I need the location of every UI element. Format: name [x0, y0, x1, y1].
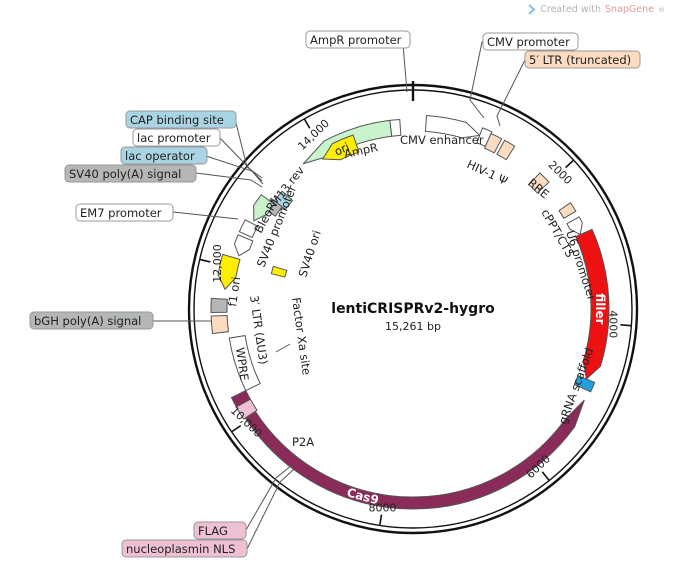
callout-label: CAP binding site [130, 113, 224, 127]
ampr-promoter-feature[interactable] [389, 118, 402, 137]
plasmid-size: 15,261 bp [385, 320, 441, 333]
sv40-promoter-arrow[interactable] [233, 234, 254, 257]
callout-5-ltr-truncated[interactable]: 5′ LTR (truncated) [524, 50, 641, 69]
grna-scaffold-feature[interactable] [573, 375, 596, 393]
cas9-arrow[interactable] [244, 399, 585, 510]
tick-mark [565, 159, 575, 169]
callout-box [305, 30, 411, 49]
ltr-5-truncated-feature-a[interactable] [483, 132, 503, 154]
tick-label: 12,000 [211, 244, 224, 283]
bleor-arrow[interactable] [253, 193, 275, 222]
wpre-feature[interactable] [228, 335, 261, 392]
label-filler: filler [593, 293, 607, 324]
label-ori: ori [332, 140, 351, 159]
label-hiv1-psi: HIV-1 Ψ [465, 157, 510, 188]
callout-box [121, 539, 248, 558]
sv40-ori-feature[interactable] [270, 265, 288, 278]
label-p2a: P2A [292, 435, 314, 449]
watermark-brand: SnapGene [605, 4, 654, 15]
ori-arrow[interactable] [321, 134, 360, 161]
callout-bgh-polya-signal[interactable]: bGH poly(A) signal [29, 311, 154, 330]
tick-mark [620, 324, 632, 327]
callout-box [132, 128, 221, 147]
f1-ori-arrow[interactable] [217, 253, 241, 291]
tick-mark [379, 514, 383, 526]
label-sv40-ori: SV40 ori [296, 229, 324, 279]
callout-label: AmpR promoter [310, 33, 402, 47]
snapgene-watermark: Created with SnapGene ® [527, 4, 665, 15]
callout-label: CMV promoter [487, 35, 570, 49]
watermark-mark: ® [658, 5, 665, 14]
cmv-enhancer-arrow[interactable] [424, 114, 481, 139]
callout-label: lac operator [125, 149, 195, 163]
callout-box [193, 521, 247, 540]
u6-promoter-arrow[interactable] [566, 216, 583, 236]
callout-lac-promoter[interactable]: lac promoter [132, 128, 221, 147]
callout-label: EM7 promoter [80, 206, 162, 220]
callout-label: FLAG [198, 524, 228, 538]
tick-mark [303, 118, 311, 129]
callout-box [64, 164, 197, 183]
tick-mark [199, 258, 211, 263]
label-ampr: AmpR [343, 140, 380, 161]
leader-lines [153, 41, 527, 550]
ltr-3-delta-u3-feature[interactable] [210, 314, 229, 335]
tick-mark [541, 471, 550, 481]
label-3-ltr: 3′ LTR (ΔU3) [247, 294, 271, 365]
callout-em7-promoter[interactable]: EM7 promoter [75, 203, 174, 222]
rre-feature[interactable] [528, 172, 550, 194]
em7-promoter-feature[interactable] [238, 219, 259, 239]
plasmid-name: lentiCRISPRv2-hygro [331, 301, 495, 317]
callout-label: 5′ LTR (truncated) [529, 53, 631, 67]
callout-flag[interactable]: FLAG [193, 521, 247, 540]
tick-mark [231, 424, 242, 433]
tick-label: 8000 [369, 502, 397, 515]
ltr-5-truncated-feature-b[interactable] [496, 139, 516, 161]
bgh-polya-feature[interactable] [210, 297, 228, 314]
callout-label: SV40 poly(A) signal [69, 167, 181, 181]
label-rre: RRE [525, 176, 552, 202]
tick-label: 4000 [606, 310, 619, 338]
callout-label: nucleoplasmin NLS [126, 542, 235, 556]
callout-box [120, 146, 208, 165]
callout-box [482, 32, 579, 51]
watermark-prefix: Created with [540, 4, 602, 15]
callout-cmv-promoter[interactable]: CMV promoter [482, 32, 579, 51]
callout-ampr-promoter[interactable]: AmpR promoter [305, 30, 411, 49]
cap-lac-feature[interactable] [273, 190, 294, 210]
callout-box [75, 203, 174, 222]
label-factor-xa-site: Factor Xa site [289, 296, 314, 375]
callout-cap-binding-site[interactable]: CAP binding site [125, 110, 237, 129]
label-cmv-enhancer: CMV enhancer [400, 133, 484, 147]
callout-box [524, 50, 641, 69]
callout-box [29, 311, 154, 330]
callout-box [125, 110, 237, 129]
cppt-cts-feature[interactable] [558, 202, 577, 220]
callout-label: lac promoter [137, 131, 211, 145]
callout-nucleoplasmin-nls[interactable]: nucleoplasmin NLS [121, 539, 248, 558]
callout-label: bGH poly(A) signal [34, 314, 141, 328]
nls-flag-feature[interactable] [230, 389, 252, 408]
snapgene-logo-icon [528, 4, 536, 15]
label-wpre: WPRE [233, 346, 252, 381]
label-f1-ori: f1 ori [225, 276, 243, 308]
callout-lac-operator[interactable]: lac operator [120, 146, 208, 165]
callout-sv40-polya-signal[interactable]: SV40 poly(A) signal [64, 164, 197, 183]
factor-xa-leader [275, 343, 291, 353]
